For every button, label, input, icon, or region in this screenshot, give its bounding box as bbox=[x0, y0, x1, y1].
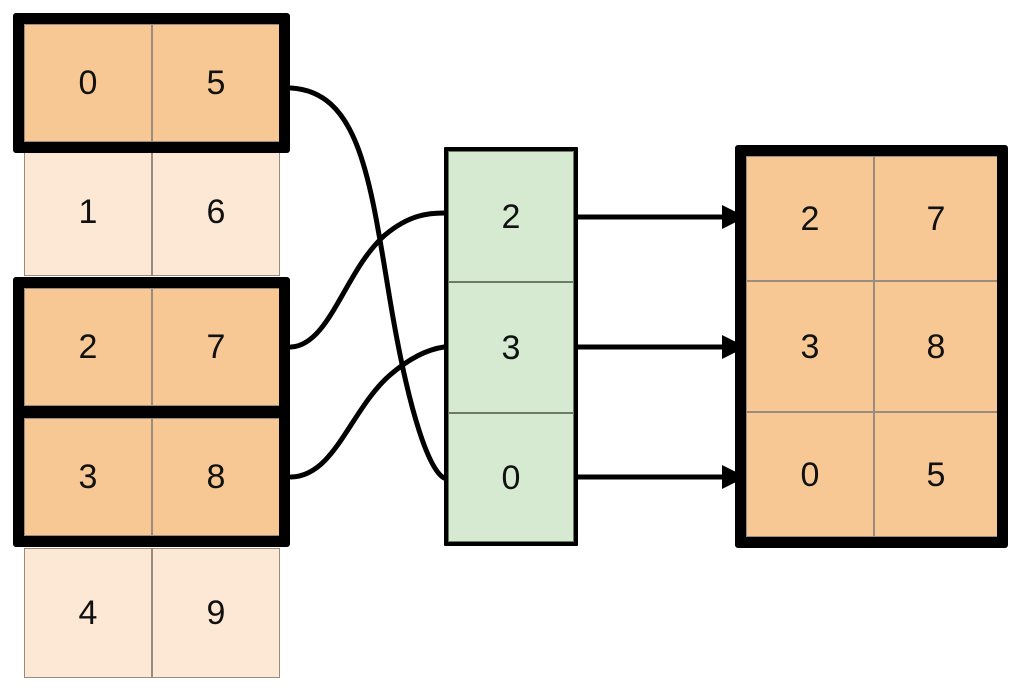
arrow-head-key-0 bbox=[722, 465, 746, 489]
result-cell-key-2[interactable]: 2 bbox=[746, 156, 874, 281]
result-cell-key-0[interactable]: 0 bbox=[746, 412, 874, 537]
result-cell-value-7[interactable]: 7 bbox=[874, 156, 998, 281]
curve-source-3-to-key-3 bbox=[288, 344, 447, 480]
curve-source-2-to-key-2 bbox=[288, 210, 447, 350]
key-cell-2[interactable]: 2 bbox=[448, 151, 574, 282]
source-cell-value-9[interactable]: 9 bbox=[152, 548, 280, 678]
result-cell-value-5[interactable]: 5 bbox=[874, 412, 998, 537]
source-cell-key-1[interactable]: 1 bbox=[24, 148, 152, 276]
source-row-divider-2-3 bbox=[24, 406, 280, 418]
source-cell-value-8[interactable]: 8 bbox=[152, 418, 280, 536]
source-cell-value-5[interactable]: 5 bbox=[152, 24, 280, 142]
source-cell-value-7[interactable]: 7 bbox=[152, 288, 280, 406]
source-cell-key-3[interactable]: 3 bbox=[24, 418, 152, 536]
curve-source-0-to-key-0 bbox=[288, 85, 447, 481]
source-cell-value-6[interactable]: 6 bbox=[152, 148, 280, 276]
result-cell-key-3[interactable]: 3 bbox=[746, 281, 874, 412]
key-cell-0[interactable]: 0 bbox=[448, 413, 574, 542]
source-cell-key-0[interactable]: 0 bbox=[24, 24, 152, 142]
result-cell-value-8[interactable]: 8 bbox=[874, 281, 998, 412]
arrow-head-key-3 bbox=[722, 335, 746, 359]
source-cell-key-4[interactable]: 4 bbox=[24, 548, 152, 678]
arrow-head-key-2 bbox=[722, 205, 746, 229]
source-cell-key-2[interactable]: 2 bbox=[24, 288, 152, 406]
key-cell-3[interactable]: 3 bbox=[448, 282, 574, 413]
